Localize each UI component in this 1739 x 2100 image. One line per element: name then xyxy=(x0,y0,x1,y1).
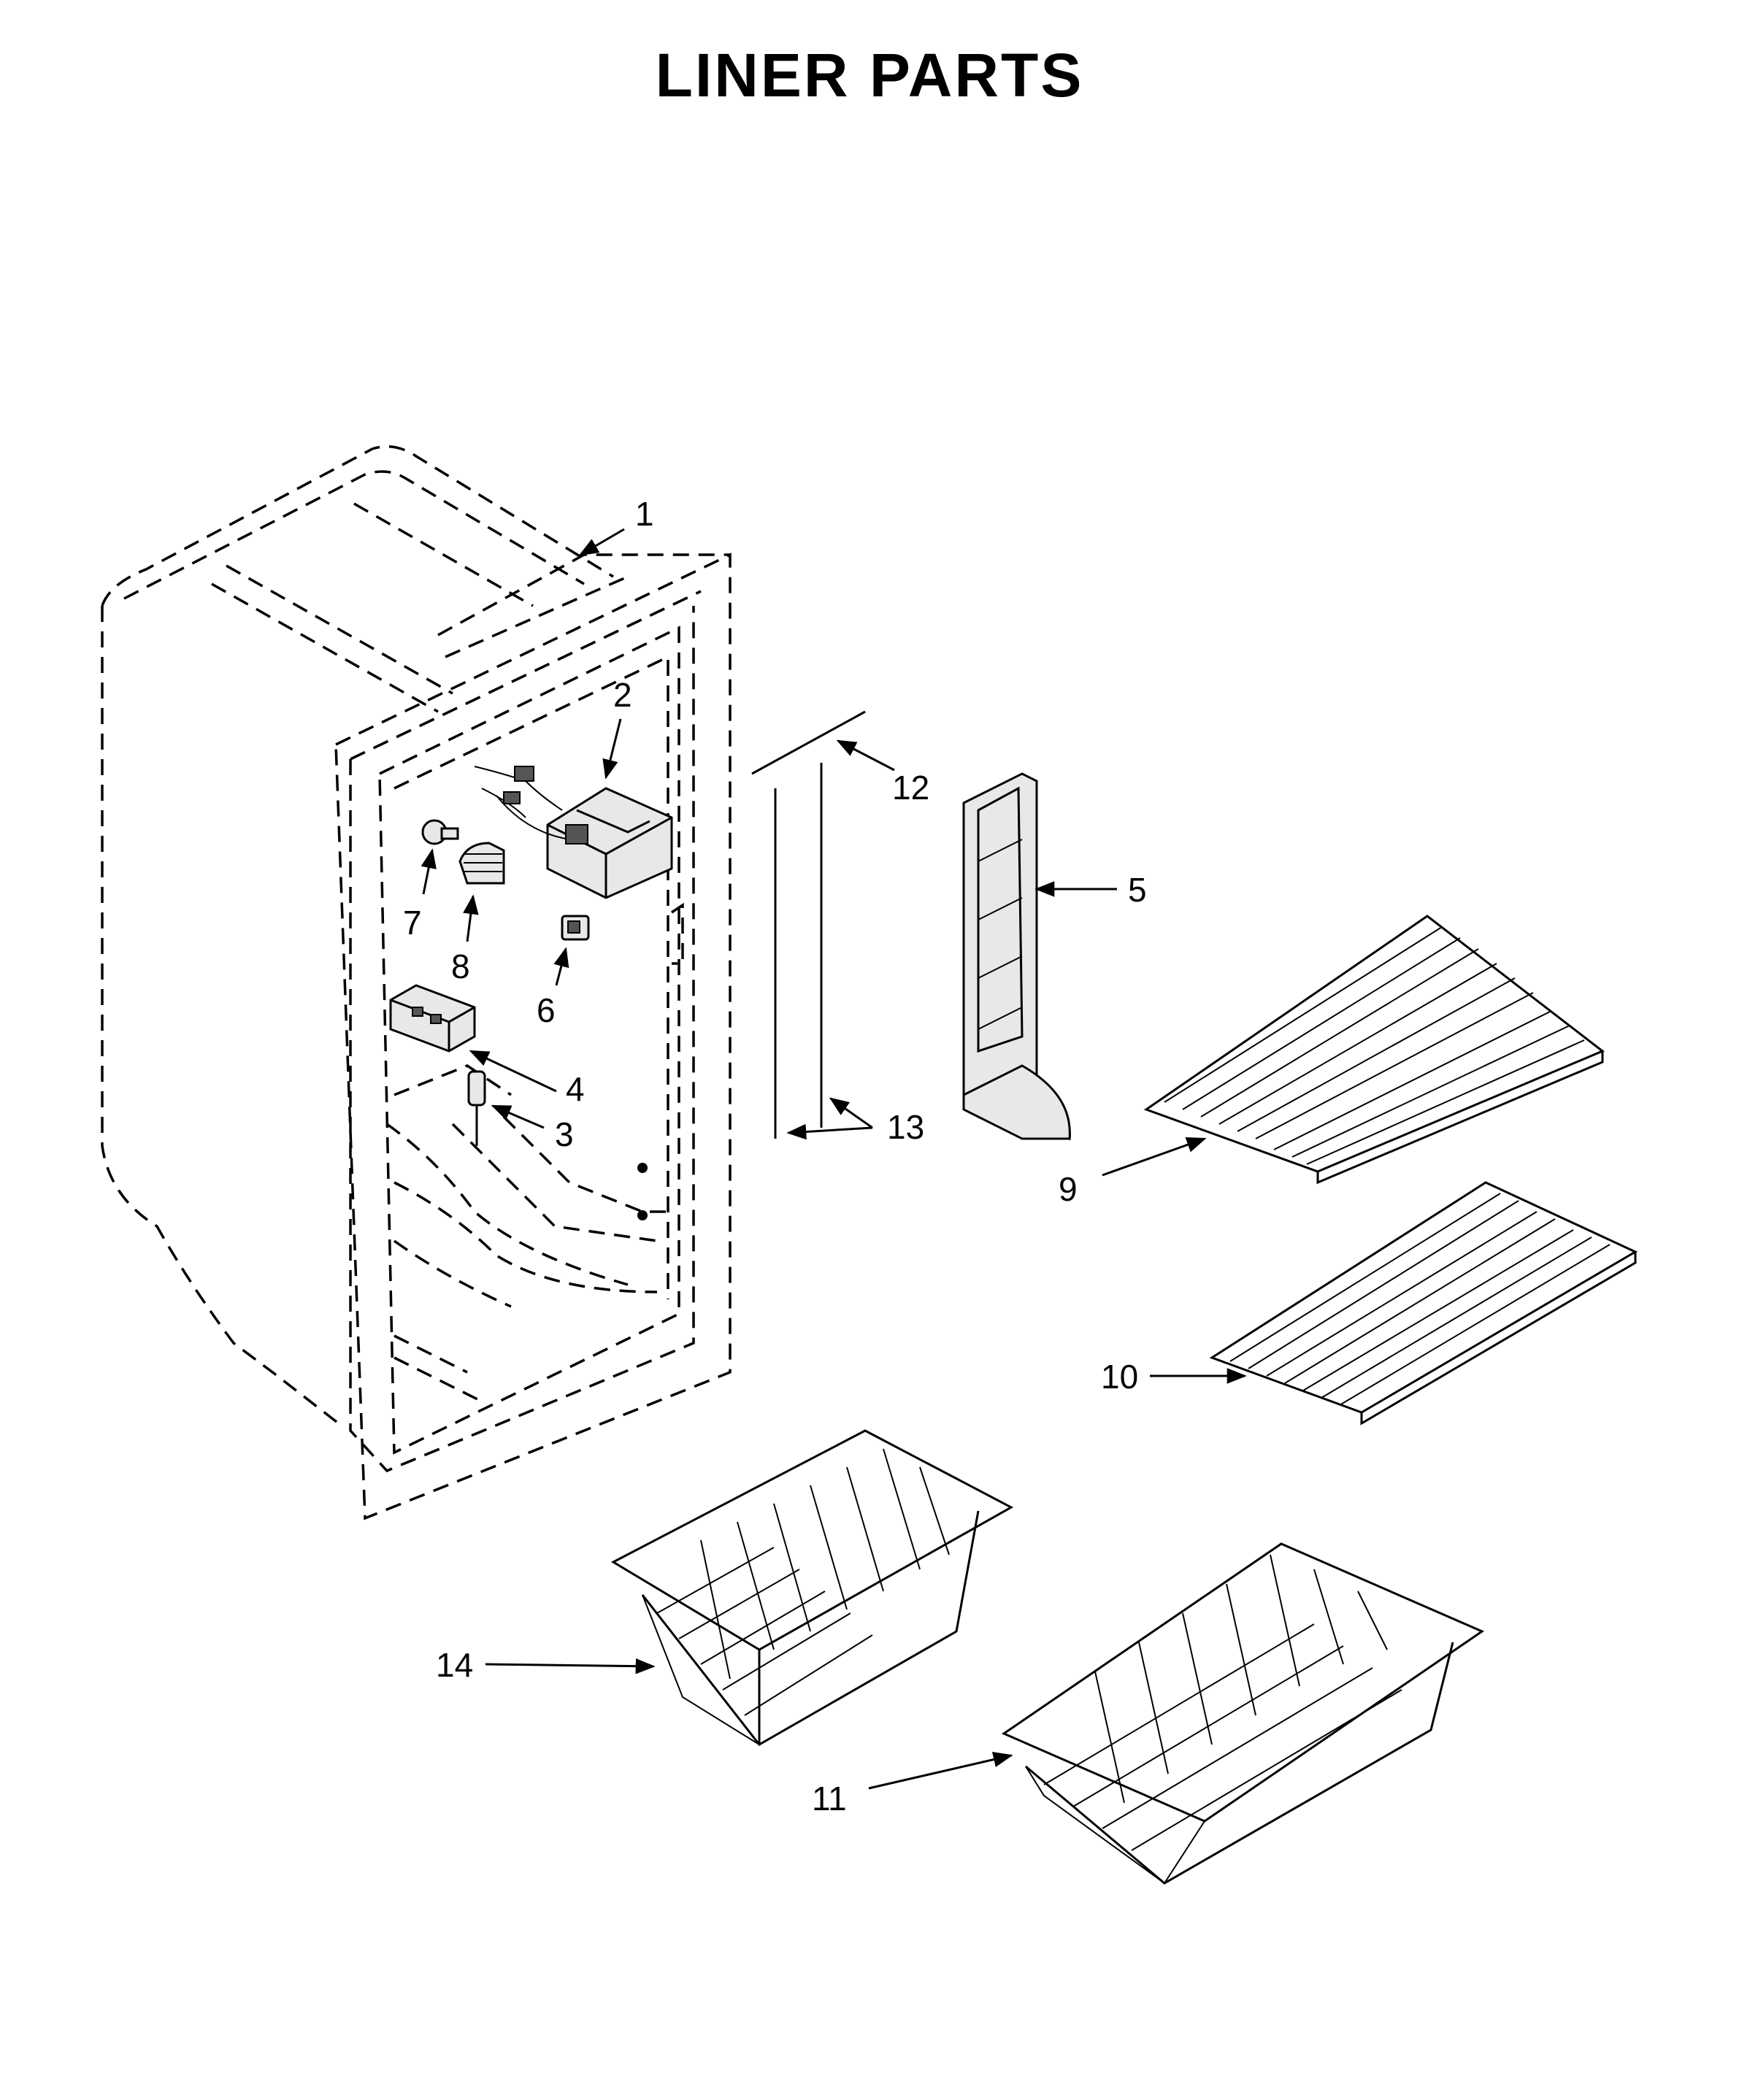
control-box-part xyxy=(474,766,673,899)
callout-1: 1 xyxy=(635,495,654,533)
callout-14: 14 xyxy=(436,1646,473,1684)
leader-2 xyxy=(602,718,622,780)
light-bulb-part xyxy=(421,819,459,845)
callout-8: 8 xyxy=(451,947,470,985)
right-basket-part xyxy=(1001,1542,1485,1885)
lower-wire-shelf-part xyxy=(1209,1181,1638,1426)
air-tower-part xyxy=(962,772,1071,1141)
leader-1 xyxy=(578,528,625,556)
callout-9: 9 xyxy=(1059,1170,1078,1208)
light-shield-part xyxy=(458,842,505,885)
callout-leaders xyxy=(421,528,1247,1790)
callout-7: 7 xyxy=(403,904,422,942)
leader-8 xyxy=(463,894,479,942)
leader-11 xyxy=(868,1751,1013,1790)
leader-14 xyxy=(485,1658,656,1674)
left-basket-part xyxy=(610,1429,1014,1746)
trim-strips-part xyxy=(751,710,866,1139)
callout-13: 13 xyxy=(887,1108,924,1146)
callout-12: 12 xyxy=(892,769,929,807)
page-title: LINER PARTS xyxy=(655,41,1084,109)
callout-5: 5 xyxy=(1128,871,1147,909)
light-housing-part xyxy=(389,984,476,1053)
leader-9 xyxy=(1102,1137,1207,1177)
leader-13b xyxy=(786,1123,873,1140)
callout-11: 11 xyxy=(812,1780,847,1818)
leader-3 xyxy=(491,1104,545,1129)
leader-4 xyxy=(469,1050,557,1093)
leader-6 xyxy=(553,947,569,986)
callout-3: 3 xyxy=(555,1115,574,1153)
callout-labels: 1 2 3 4 5 6 7 8 9 10 11 12 13 14 xyxy=(403,495,1147,1818)
leader-12 xyxy=(836,739,895,772)
callout-6: 6 xyxy=(537,991,556,1029)
callout-10: 10 xyxy=(1101,1358,1138,1396)
door-switch-part xyxy=(561,915,590,941)
upper-wire-shelf-part xyxy=(1143,915,1605,1185)
liner-cabinet-outline xyxy=(101,445,732,1520)
callout-4: 4 xyxy=(566,1070,585,1108)
callout-2: 2 xyxy=(613,676,632,714)
sensor-probe-part xyxy=(467,1070,486,1146)
leader-13a xyxy=(829,1097,873,1129)
leader-7 xyxy=(421,848,437,895)
